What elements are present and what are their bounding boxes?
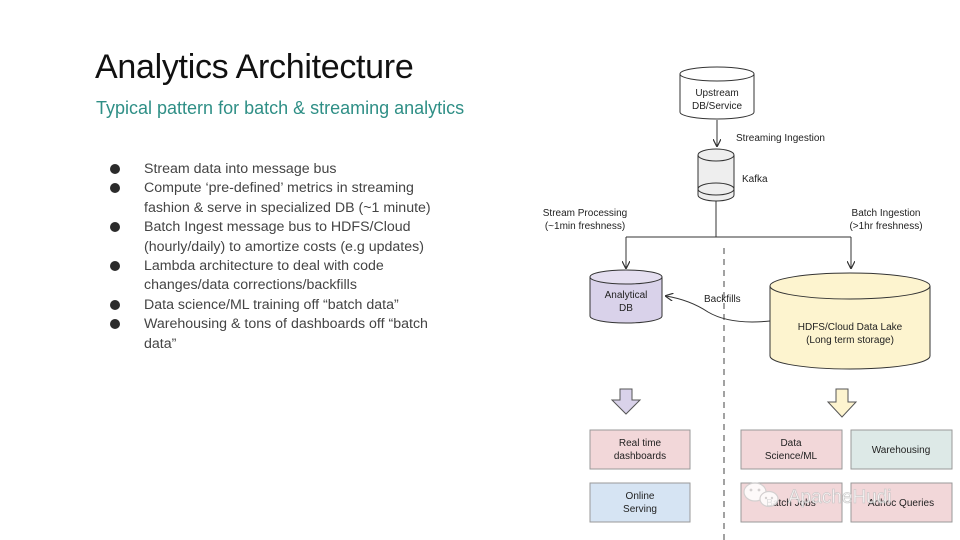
batch-down-block-arrow <box>826 388 858 418</box>
architecture-diagram: Upstream DB/Service Streaming Ingestion … <box>543 66 953 540</box>
realtime-down-block-arrow <box>610 388 642 415</box>
backfills-arrow <box>666 296 771 323</box>
upstream-label-2: DB/Service <box>692 101 742 112</box>
kafka-cylinder <box>697 148 735 202</box>
svg-text:Online: Online <box>626 491 655 502</box>
svg-text:Real time: Real time <box>619 438 662 449</box>
bullet-item: Lambda architecture to deal with code ch… <box>108 257 458 296</box>
bullet-dot-icon <box>110 299 120 310</box>
wechat-logo-icon <box>743 482 779 508</box>
analytical-db-label-2: DB <box>619 303 633 314</box>
watermark: ApacheHudi <box>743 482 892 508</box>
bullet-dot-icon <box>110 222 120 233</box>
streaming-ingestion-label: Streaming Ingestion <box>736 133 825 144</box>
adhoc-queries-box: Adhoc Queries <box>850 482 953 523</box>
svg-text:Science/ML: Science/ML <box>765 451 818 462</box>
batch-ingestion-label-2: (>1hr freshness) <box>849 221 922 232</box>
realtime-dashboards-box: Real time dashboards <box>589 429 691 470</box>
bullet-dot-icon <box>110 319 120 330</box>
stream-processing-label-2: (~1min freshness) <box>545 221 625 232</box>
analytical-db-cylinder: Analytical DB <box>589 269 663 324</box>
backfills-label: Backfills <box>704 294 741 305</box>
data-science-box: Data Science/ML <box>740 429 843 470</box>
analytical-db-label-1: Analytical <box>605 290 648 301</box>
bullet-item: Compute ‘pre-defined’ metrics in streami… <box>108 179 458 218</box>
slide-title: Analytics Architecture <box>95 48 414 86</box>
watermark-text: ApacheHudi <box>788 487 892 508</box>
svg-text:Adhoc Queries: Adhoc Queries <box>868 498 934 509</box>
bullet-dot-icon <box>110 183 120 194</box>
svg-text:Batch Jobs: Batch Jobs <box>766 498 815 509</box>
bullet-dot-icon <box>110 261 120 272</box>
svg-text:dashboards: dashboards <box>614 451 666 462</box>
upstream-label-1: Upstream <box>695 88 738 99</box>
svg-text:Serving: Serving <box>623 504 657 515</box>
batch-ingestion-label-1: Batch Ingestion <box>852 208 921 219</box>
bullet-list: Stream data into message bus Compute ‘pr… <box>108 160 458 354</box>
bullet-item: Batch Ingest message bus to HDFS/Cloud (… <box>108 218 458 257</box>
slide-subtitle: Typical pattern for batch & streaming an… <box>96 98 465 118</box>
warehousing-box: Warehousing <box>850 429 953 470</box>
upstream-db-cylinder: Upstream DB/Service <box>679 66 755 120</box>
bullet-item: Warehousing & tons of dashboards off “ba… <box>108 315 458 354</box>
online-serving-box: Online Serving <box>589 482 691 523</box>
data-lake-label-2: (Long term storage) <box>806 335 894 346</box>
bullet-dot-icon <box>110 164 120 174</box>
stream-processing-label-1: Stream Processing <box>543 208 627 219</box>
bullet-item: Stream data into message bus <box>108 160 458 179</box>
svg-text:Data: Data <box>780 438 802 449</box>
data-lake-cylinder: HDFS/Cloud Data Lake (Long term storage) <box>769 272 931 370</box>
kafka-label: Kafka <box>742 174 768 185</box>
bullet-item: Data science/ML training off “batch data… <box>108 296 458 315</box>
svg-text:Warehousing: Warehousing <box>872 445 931 456</box>
data-lake-label-1: HDFS/Cloud Data Lake <box>798 322 903 333</box>
